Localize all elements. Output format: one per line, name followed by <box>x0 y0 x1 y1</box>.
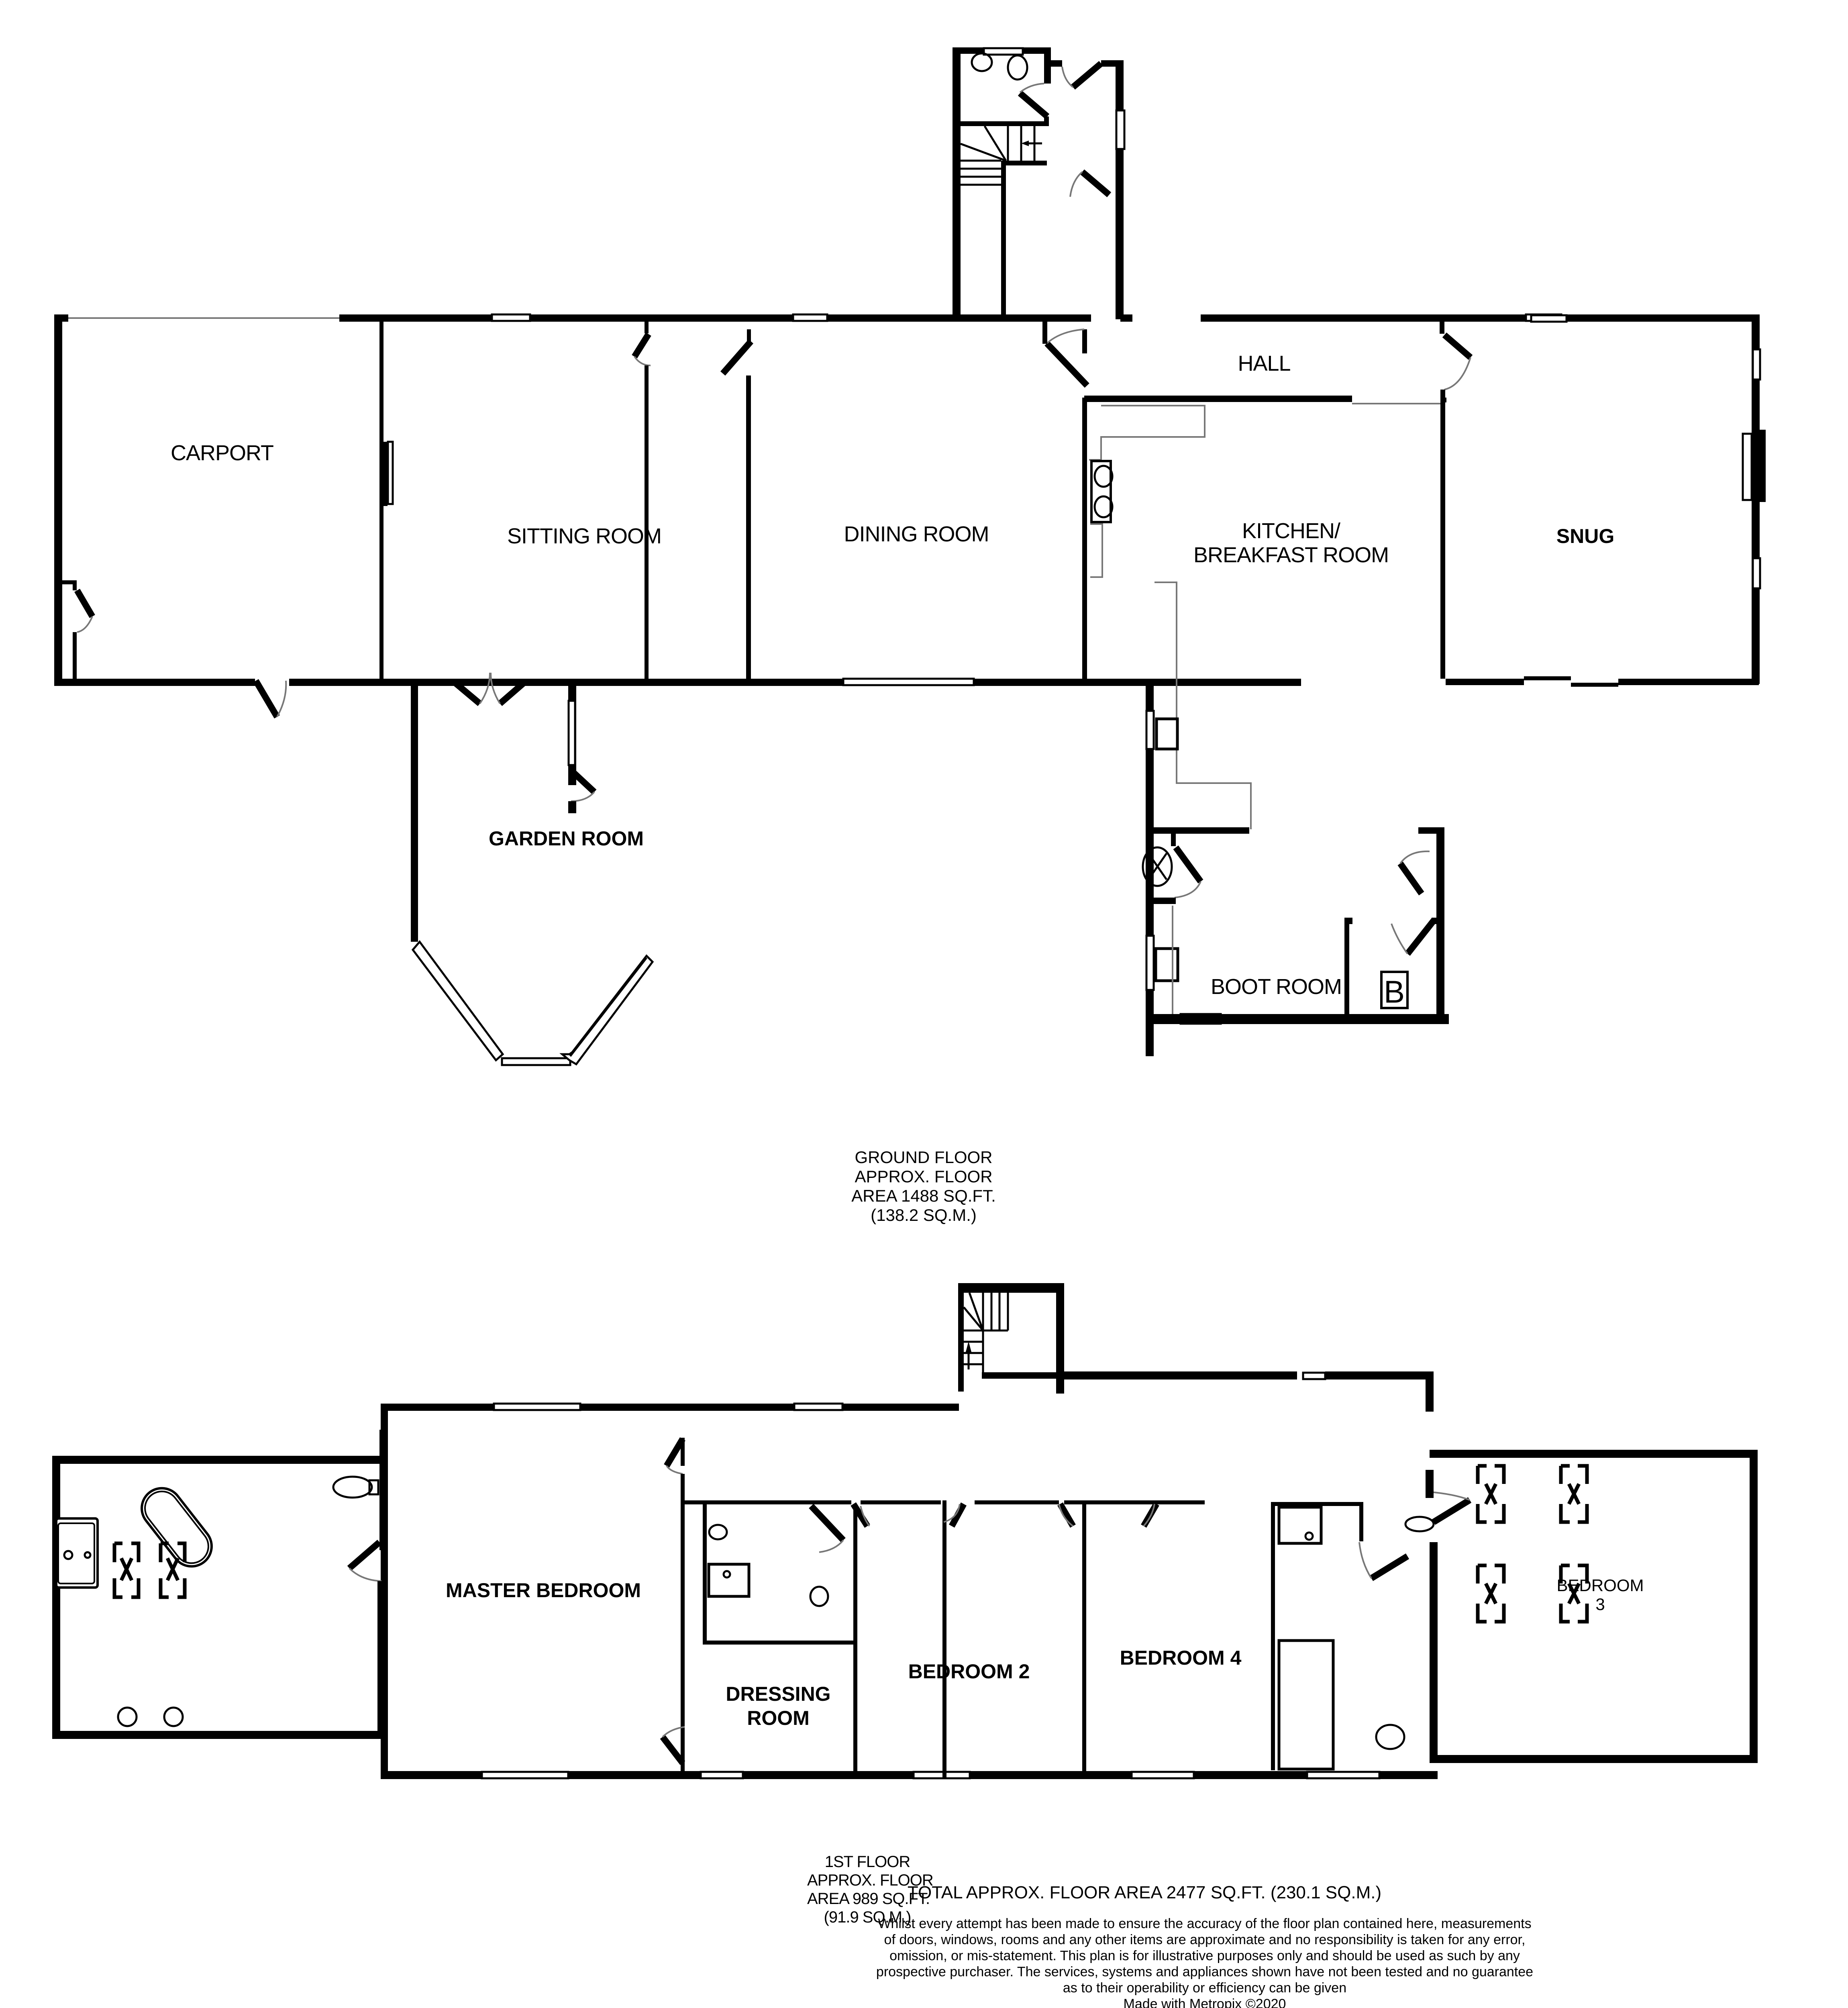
room-label-bedroom-2: BEDROOM 2 <box>908 1660 1030 1683</box>
basin-icon <box>1154 947 1179 982</box>
wc-annex <box>953 47 1126 319</box>
basin-icon <box>971 52 993 72</box>
room-label-carport: CARPORT <box>170 441 274 465</box>
toilet-icon <box>809 1586 829 1607</box>
basin-icon <box>163 1706 184 1727</box>
total-floor-area: TOTAL APPROX. FLOOR AREA 2477 SQ.FT. (23… <box>907 1883 1382 1902</box>
room-label-kitchen-line1: KITCHEN/ <box>1242 519 1340 543</box>
first-floor-plan <box>52 1283 1758 1779</box>
hob-icon <box>1090 460 1112 523</box>
room-label-snug: SNUG <box>1556 525 1615 547</box>
stairs-icon <box>958 1283 1064 1394</box>
disclaimer-line: prospective purchaser. The services, sys… <box>876 1964 1534 1979</box>
room-label-bedroom-3-line1: BEDROOM <box>1556 1576 1644 1595</box>
door-swing-icon <box>1018 90 1050 119</box>
room-label-master-bedroom: MASTER BEDROOM <box>445 1579 641 1602</box>
first-floor-area-caption: 1ST FLOOR APPROX. FLOOR AREA 989 SQ.FT. … <box>807 1853 934 1926</box>
bath-icon <box>1277 1639 1335 1771</box>
room-label-bedroom-3-line2: 3 <box>1595 1595 1605 1614</box>
toilet-icon <box>1375 1724 1405 1750</box>
hall <box>1042 322 1473 679</box>
door-swing-icon <box>498 680 526 706</box>
room-label-hall: HALL <box>1238 351 1291 375</box>
room-label-bedroom-4: BEDROOM 4 <box>1120 1647 1242 1669</box>
ground-floor-area-caption: GROUND FLOOR APPROX. FLOOR AREA 1488 SQ.… <box>815 1148 1032 1225</box>
caption-line: (138.2 SQ.M.) <box>871 1206 977 1224</box>
shower-room <box>703 1504 857 1777</box>
fireplace-icon <box>1760 430 1766 502</box>
family-bathroom <box>1271 1470 1472 1771</box>
caption-line: AREA 989 SQ.FT. <box>807 1890 930 1908</box>
caption-line: 1ST FLOOR <box>824 1853 911 1871</box>
room-label-sitting-room: SITTING ROOM <box>507 524 662 548</box>
door-swing-icon <box>1173 845 1203 884</box>
door-swing-icon <box>632 332 651 359</box>
snug <box>1446 314 1766 687</box>
basin-icon <box>708 1524 728 1541</box>
door-swing-icon <box>809 1504 846 1543</box>
door-swing-icon <box>1397 861 1424 896</box>
shower-icon <box>707 1563 751 1598</box>
door-swing-icon <box>1080 169 1112 198</box>
shower-icon <box>1277 1506 1323 1545</box>
basin-icon <box>117 1706 138 1727</box>
sitting-room <box>379 321 651 679</box>
room-label-kitchen-line2: BREAKFAST ROOM <box>1193 543 1389 567</box>
kitchen <box>1089 405 1252 1056</box>
disclaimer: Whilst every attempt has been made to en… <box>819 1916 1590 2008</box>
ground-floor-plan <box>54 47 1766 1066</box>
caption-line: APPROX. FLOOR <box>855 1167 993 1186</box>
garden-room <box>411 672 654 1066</box>
basin-icon <box>1404 1516 1435 1533</box>
cylinder-icon <box>1142 846 1173 887</box>
door-swing-icon <box>347 1539 382 1571</box>
toilet-icon <box>1007 54 1028 81</box>
shower-icon <box>55 1517 99 1589</box>
room-label-dining-room: DINING ROOM <box>844 522 989 546</box>
door-swing-icon <box>453 680 482 706</box>
door-swing-icon <box>1071 61 1103 90</box>
room-label-dressing-line2: ROOM <box>747 1707 810 1729</box>
door-swing-icon <box>569 768 597 794</box>
caption-line: APPROX. FLOOR <box>807 1871 934 1889</box>
caption-line: AREA 1488 SQ.FT. <box>851 1186 996 1205</box>
disclaimer-line: omission, or mis-statement. This plan is… <box>889 1948 1520 1963</box>
door-swing-icon <box>1442 332 1473 360</box>
basin-icon <box>1155 717 1179 751</box>
toilet-icon <box>332 1475 379 1499</box>
disclaimer-line: as to their operability or efficiency ca… <box>1063 1980 1347 1996</box>
door-swing-icon <box>1369 1553 1409 1581</box>
disclaimer-line: of doors, windows, rooms and any other i… <box>884 1932 1526 1947</box>
disclaimer-line: Whilst every attempt has been made to en… <box>878 1916 1532 1931</box>
room-label-boot-room: BOOT ROOM <box>1210 975 1342 999</box>
skylight-icon <box>112 1541 187 1599</box>
boot-room <box>1142 827 1449 1025</box>
bath-icon <box>141 1487 213 1568</box>
ensuite-bathroom <box>52 1430 388 1739</box>
door-swing-icon <box>74 588 95 618</box>
fireplace-icon <box>379 442 388 506</box>
carport <box>54 321 422 719</box>
door-swing-icon <box>253 679 280 719</box>
caption-line: GROUND FLOOR <box>855 1148 993 1167</box>
room-label-garden-room: GARDEN ROOM <box>488 827 644 850</box>
door-swing-icon <box>1432 1497 1472 1525</box>
caption-line: (91.9 SQ.M.) <box>824 1908 912 1926</box>
boiler-label: B <box>1383 974 1405 1010</box>
stairs-icon <box>960 121 1047 317</box>
door-swing-icon <box>1405 918 1437 956</box>
skylight-icon <box>1476 1464 1589 1624</box>
disclaimer-line: Made with Metropix ©2020 <box>1123 1996 1286 2008</box>
room-label-dressing-line1: DRESSING <box>726 1683 831 1705</box>
door-swing-icon <box>660 1735 685 1765</box>
boiler-icon <box>1380 971 1409 1009</box>
